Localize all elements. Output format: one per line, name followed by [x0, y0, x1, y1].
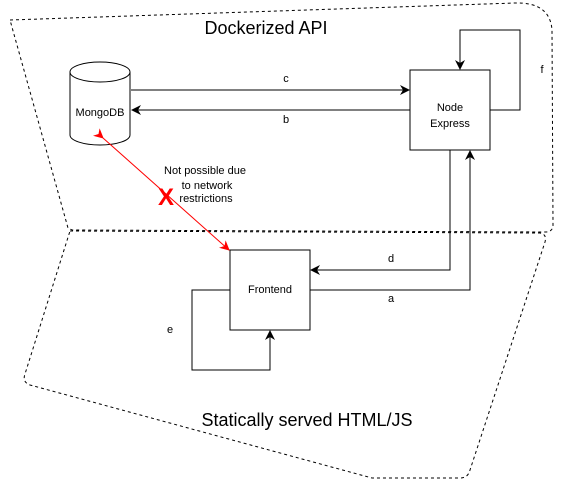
static-html-region — [23, 230, 546, 479]
blocked-cross-mark: X — [158, 184, 174, 211]
node-express-label-line2: Express — [430, 118, 470, 130]
annotation-line3: restrictions — [179, 193, 233, 205]
blocked-connection-arrow — [92, 128, 230, 251]
static-html-title: Statically served HTML/JS — [201, 410, 412, 430]
frontend-app: Frontend — [229, 249, 311, 331]
node-express-label-line1: Node — [437, 102, 463, 114]
edge-e-arrow — [191, 289, 275, 371]
mongodb-label: MongoDB — [76, 107, 125, 119]
edge-a-arrow — [310, 150, 475, 291]
edge-f-arrow — [455, 29, 521, 111]
dockerized-api-title: Dockerized API — [204, 18, 327, 38]
edge-d-arrow — [310, 150, 451, 275]
edge-f-label: f — [540, 64, 544, 76]
edge-c-label: c — [283, 73, 289, 85]
edge-e-label: e — [167, 324, 173, 336]
node-express-server: Node Express — [409, 69, 491, 151]
edge-b-label: b — [283, 114, 289, 126]
edge-a-label: a — [388, 293, 395, 305]
mongodb-database: MongoDB — [69, 61, 131, 146]
frontend-label: Frontend — [248, 284, 292, 296]
dockerized-api-region — [9, 2, 554, 233]
annotation-line1: Not possible due — [164, 165, 246, 177]
annotation-line2: to network — [182, 180, 233, 192]
edge-d-label: d — [388, 253, 394, 265]
